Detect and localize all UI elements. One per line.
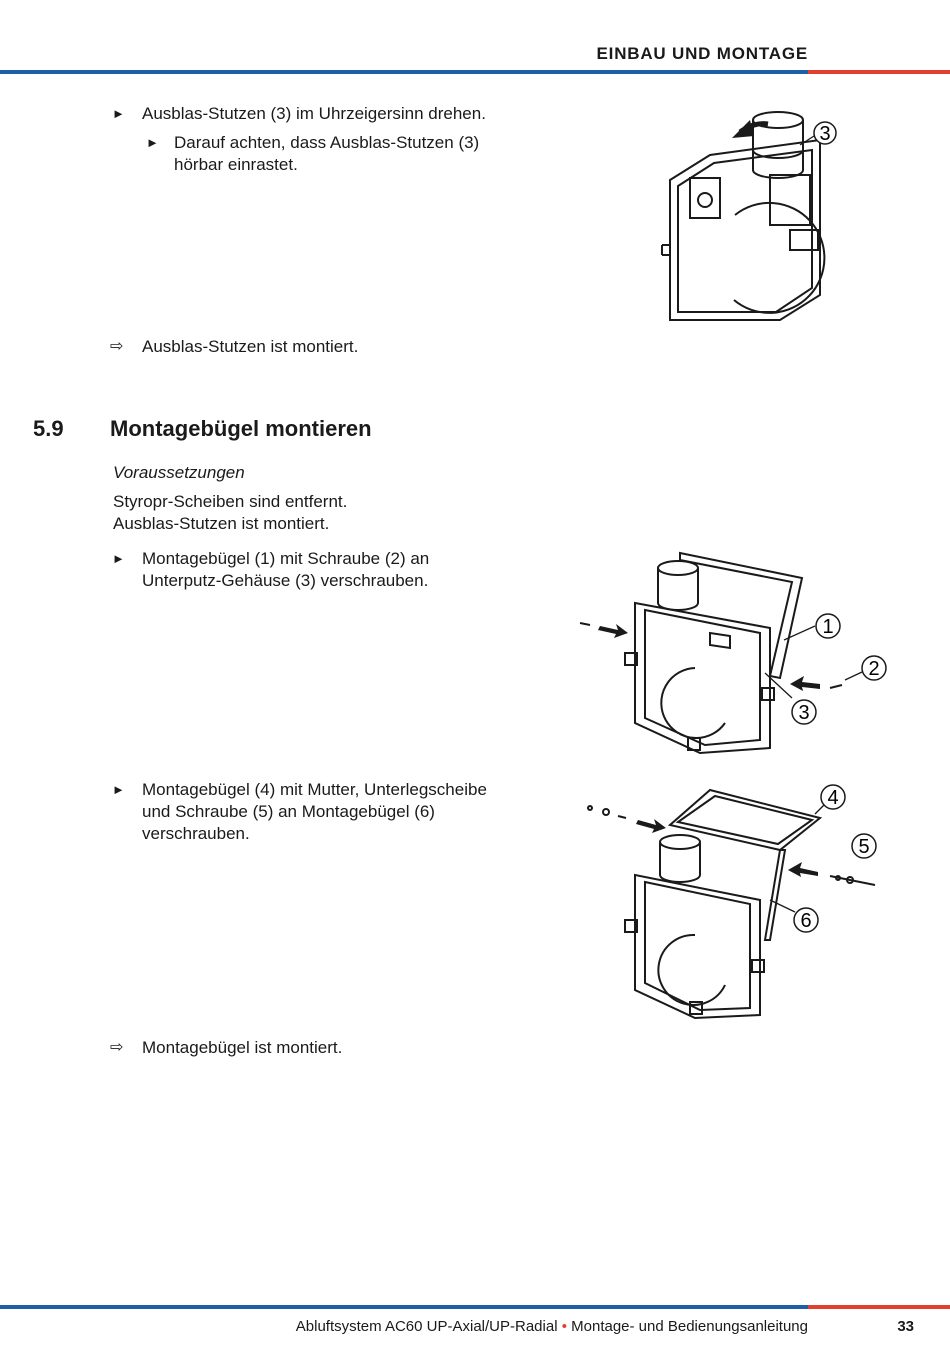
- sub-instruction-text: hörbar einrastet.: [174, 155, 298, 174]
- callout-label: 2: [868, 658, 879, 680]
- bullet-marker: ►: [112, 106, 125, 121]
- footer-separator: •: [561, 1318, 567, 1335]
- section-title: Montagebügel montieren: [110, 416, 372, 441]
- callout-label: 3: [798, 702, 809, 724]
- instruction-text: Unterputz-Gehäuse (3) verschrauben.: [142, 571, 429, 590]
- footer-doc-title: Abluftsystem AC60 UP-Axial/UP-Radial: [295, 1318, 558, 1335]
- result-arrow-icon: ⇨: [110, 1039, 124, 1056]
- callout-label: 3: [819, 123, 830, 145]
- result-text: Ausblas-Stutzen ist montiert.: [142, 337, 359, 356]
- instruction-text: und Schraube (5) an Montagebügel (6): [142, 802, 435, 821]
- footer-doc-subtitle: Montage- und Bedienungsanleitung: [571, 1318, 808, 1335]
- header-section-title: EINBAU UND MONTAGE: [596, 44, 808, 63]
- prerequisite-item: Styropr-Scheiben sind entfernt.: [113, 492, 348, 511]
- instruction-text: Ausblas-Stutzen (3) im Uhrzeigersinn dre…: [142, 104, 486, 123]
- header-rule: [0, 70, 950, 74]
- figure-bracket-mount: 1 2 3: [579, 551, 887, 755]
- callout-label: 1: [822, 616, 833, 638]
- bullet-marker: ►: [146, 135, 159, 150]
- callout-label: 5: [858, 836, 869, 858]
- callout-label: 6: [800, 910, 811, 932]
- figure-outlet-rotation: 3: [661, 111, 837, 321]
- footer-rule: [0, 1305, 950, 1309]
- section-number: 5.9: [33, 416, 64, 441]
- sub-instruction-text: Darauf achten, dass Ausblas-Stutzen (3): [174, 133, 480, 152]
- prerequisites-label: Voraussetzungen: [113, 463, 245, 482]
- prerequisite-item: Ausblas-Stutzen ist montiert.: [113, 514, 330, 533]
- instruction-text: Montagebügel (4) mit Mutter, Unterlegsch…: [142, 780, 487, 799]
- page-number: 33: [897, 1318, 914, 1335]
- bullet-marker: ►: [112, 551, 125, 566]
- result-arrow-icon: ⇨: [110, 338, 124, 355]
- figure-bracket-extension: 4 5 6: [587, 784, 877, 1020]
- instruction-text: verschrauben.: [142, 824, 250, 843]
- callout-label: 4: [827, 787, 838, 809]
- instruction-text: Montagebügel (1) mit Schraube (2) an: [142, 549, 430, 568]
- footer-document-title: Abluftsystem AC60 UP-Axial/UP-Radial • M…: [296, 1318, 808, 1335]
- result-text: Montagebügel ist montiert.: [142, 1038, 343, 1057]
- callout-circle: [813, 121, 837, 145]
- bullet-marker: ►: [112, 782, 125, 797]
